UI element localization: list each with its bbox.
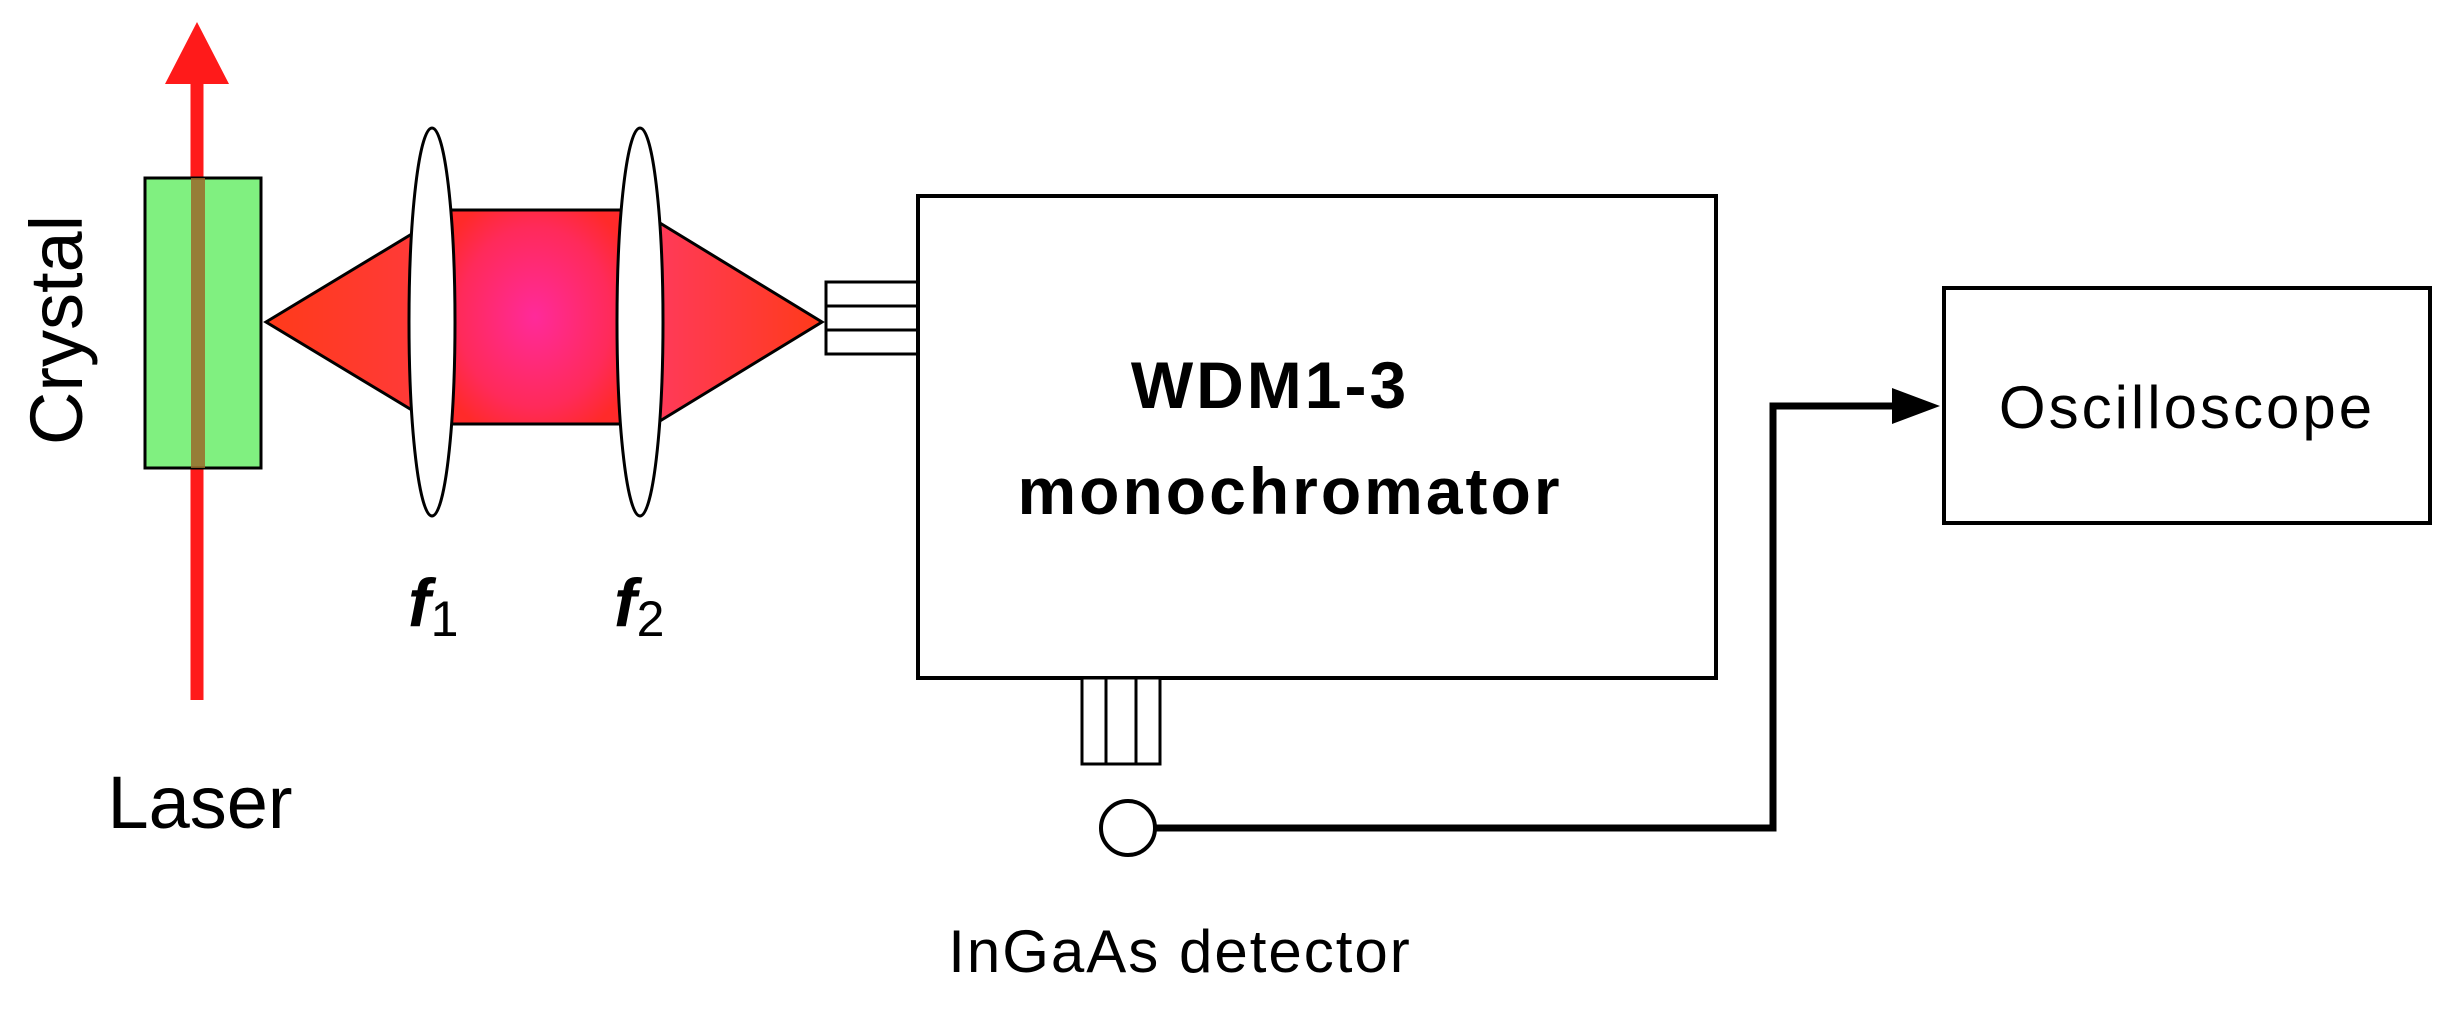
oscilloscope-box (1942, 286, 2432, 525)
lens-f2 (615, 126, 665, 518)
lens-f1 (407, 126, 457, 518)
lens-f2-label: f2 (614, 565, 664, 647)
lens-f2-sub: 2 (637, 591, 665, 647)
lens-f1-label: f1 (408, 565, 458, 647)
beam-collimated (443, 208, 627, 426)
beam-cone-left (263, 223, 427, 421)
lens-f1-sub: 1 (431, 591, 459, 647)
crystal-label: Crystal (15, 215, 98, 445)
oscilloscope-label: Oscilloscope (1999, 374, 2375, 441)
signal-cable (1155, 388, 1940, 832)
detector-label: InGaAs detector (948, 918, 1412, 985)
beam-cone-right (653, 217, 825, 427)
exit-slit (1080, 676, 1162, 766)
entrance-slit (824, 280, 920, 356)
laser-label: Laser (107, 761, 292, 844)
detector-icon (1099, 799, 1157, 857)
crystal (143, 176, 263, 470)
monochromator-box (916, 194, 1718, 680)
monochromator-subtitle: monochromator (1017, 454, 1562, 528)
monochromator-title: WDM1-3 (1131, 348, 1409, 422)
